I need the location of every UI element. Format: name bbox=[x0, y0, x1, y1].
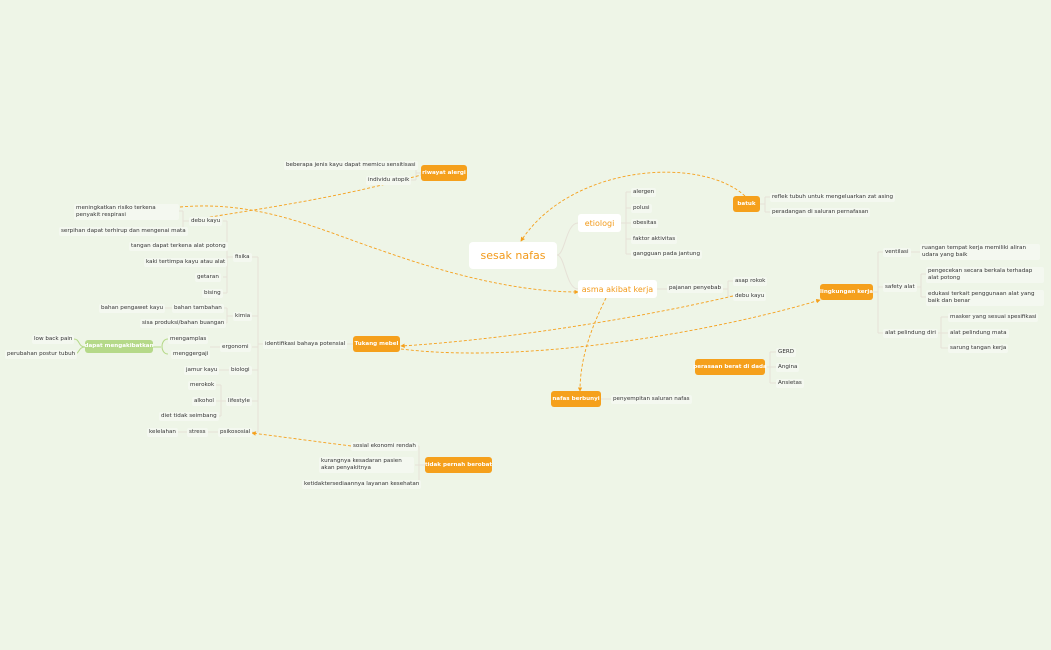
node-perasaan-berat-di-dada[interactable]: perasaan berat di dada bbox=[693, 359, 767, 375]
ventilasi[interactable]: ventilasi bbox=[883, 248, 911, 257]
relation-ekonomi-psikososial bbox=[251, 431, 352, 447]
lifestyle-item[interactable]: alkohol bbox=[192, 397, 216, 406]
fisika-item[interactable]: bising bbox=[202, 289, 223, 298]
node-nafas-berbunyi[interactable]: nafas berbunyi bbox=[551, 391, 601, 407]
node-dapat-mengakibatkan[interactable]: dapat mengakibatkan bbox=[84, 340, 154, 353]
kelelahan[interactable]: kelelahan bbox=[147, 428, 178, 437]
lifestyle-item[interactable]: diet tidak seimbang bbox=[159, 412, 219, 421]
root-node[interactable]: sesak nafas bbox=[469, 242, 557, 269]
stress[interactable]: stress bbox=[187, 428, 208, 437]
relation-tukang-lingkungan bbox=[400, 298, 821, 354]
fisika-item[interactable]: getaran bbox=[195, 273, 221, 282]
node-riwayat-alergi[interactable]: riwayat alergi bbox=[421, 165, 467, 181]
fisika-item[interactable]: tangan dapat terkena alat potong bbox=[129, 242, 228, 251]
etiologi-item[interactable]: gangguan pada jantung bbox=[631, 250, 703, 259]
safety-item[interactable]: edukasi terkait penggunaan alat yang bai… bbox=[926, 290, 1044, 306]
ergonomi-item[interactable]: mengamplas bbox=[168, 335, 209, 344]
berobat-item[interactable]: ketidaktersediaannya layanan kesehatan bbox=[302, 480, 422, 489]
berobat-item[interactable]: sosial ekonomi rendah bbox=[351, 442, 418, 451]
debu-item[interactable]: meningkatkan risiko terkena penyakit res… bbox=[74, 204, 179, 220]
dapat-item[interactable]: perubahan postur tubuh bbox=[5, 350, 78, 359]
alat-pelindung-diri[interactable]: alat pelindung diri bbox=[883, 329, 938, 338]
etiologi-item[interactable]: polusi bbox=[631, 204, 652, 213]
safety-alat[interactable]: safety alat bbox=[883, 283, 917, 292]
node-tukang-mebel[interactable]: Tukang mebel bbox=[353, 336, 400, 352]
identifikasi-bahaya[interactable]: identifikasi bahaya potensial bbox=[263, 340, 348, 349]
node-lingkungan-kerja[interactable]: lingkungan kerja bbox=[820, 284, 873, 300]
kategori-ergonomi[interactable]: ergonomi bbox=[220, 343, 251, 352]
debu-kayu[interactable]: debu kayu bbox=[189, 217, 223, 226]
etiologi-item[interactable]: faktor aktivitas bbox=[631, 235, 678, 244]
etiologi-item[interactable]: alergen bbox=[631, 188, 657, 197]
berobat-item[interactable]: kurangnya kesadaran pasien akan penyakit… bbox=[319, 457, 414, 473]
apd-item[interactable]: masker yang sesuai spesifikasi bbox=[948, 313, 1039, 322]
node-tidak-pernah-berobat[interactable]: tidak pernah berobat bbox=[425, 457, 492, 473]
asma-cause[interactable]: asap rokok bbox=[733, 277, 768, 286]
bahan-tambahan[interactable]: bahan tambahan bbox=[172, 304, 224, 313]
apd-item[interactable]: sarung tangan kerja bbox=[948, 344, 1009, 353]
perasaan-item[interactable]: Angina bbox=[776, 363, 800, 372]
apd-item[interactable]: alat pelindung mata bbox=[948, 329, 1009, 338]
link-root-etiologi bbox=[556, 222, 579, 256]
etiologi-item[interactable]: obesitas bbox=[631, 219, 659, 228]
asma-cause[interactable]: debu kayu bbox=[733, 292, 767, 301]
relation-debu-tukang bbox=[400, 295, 734, 349]
relation-asma-nafas bbox=[577, 297, 607, 392]
sisa-produksi[interactable]: sisa produksi/bahan buangan bbox=[140, 319, 227, 328]
link-root-asma bbox=[556, 254, 579, 290]
kategori-biologi[interactable]: biologi bbox=[229, 366, 252, 375]
batuk-item[interactable]: reflek tubuh untuk mengeluarkan zat asin… bbox=[770, 193, 896, 202]
safety-item[interactable]: pengecekan secara berkala terhadap alat … bbox=[926, 267, 1044, 283]
kategori-fisika[interactable]: fisika bbox=[233, 253, 252, 262]
kategori-lifestyle[interactable]: lifestyle bbox=[226, 397, 252, 406]
node-asma-akibat-kerja[interactable]: asma akibat kerja bbox=[578, 280, 657, 298]
node-etiologi[interactable]: etiologi bbox=[578, 214, 621, 232]
nafas-item[interactable]: penyempitan saluran nafas bbox=[611, 395, 692, 404]
ventilasi-item[interactable]: ruangan tempat kerja memiliki aliran uda… bbox=[920, 244, 1040, 260]
jamur-kayu[interactable]: jamur kayu bbox=[184, 366, 220, 375]
link-dapat-lbp bbox=[73, 338, 86, 348]
perasaan-item[interactable]: Ansietas bbox=[776, 379, 804, 388]
dapat-item[interactable]: low back pain bbox=[32, 335, 75, 344]
bahan-pengawet[interactable]: bahan pengawet kayu bbox=[99, 304, 166, 313]
riwayat-item[interactable]: beberapa jenis kayu dapat memicu sensiti… bbox=[284, 161, 418, 170]
debu-item[interactable]: serpihan dapat terhirup dan mengenai mat… bbox=[59, 227, 188, 236]
node-batuk[interactable]: batuk bbox=[733, 196, 760, 212]
kategori-kimia[interactable]: kimia bbox=[233, 312, 253, 321]
batuk-item[interactable]: peradangan di saluran pernafasan bbox=[770, 208, 871, 217]
fisika-item[interactable]: kaki tertimpa kayu atau alat bbox=[144, 258, 228, 267]
kategori-psikososial[interactable]: psikososial bbox=[218, 428, 253, 437]
ergonomi-item[interactable]: menggergaji bbox=[171, 350, 211, 359]
perasaan-item[interactable]: GERD bbox=[776, 348, 797, 357]
riwayat-item[interactable]: individu atopik bbox=[366, 176, 412, 185]
pajanan-penyebab[interactable]: pajanan penyebab bbox=[667, 284, 724, 293]
lifestyle-item[interactable]: merokok bbox=[188, 381, 217, 390]
